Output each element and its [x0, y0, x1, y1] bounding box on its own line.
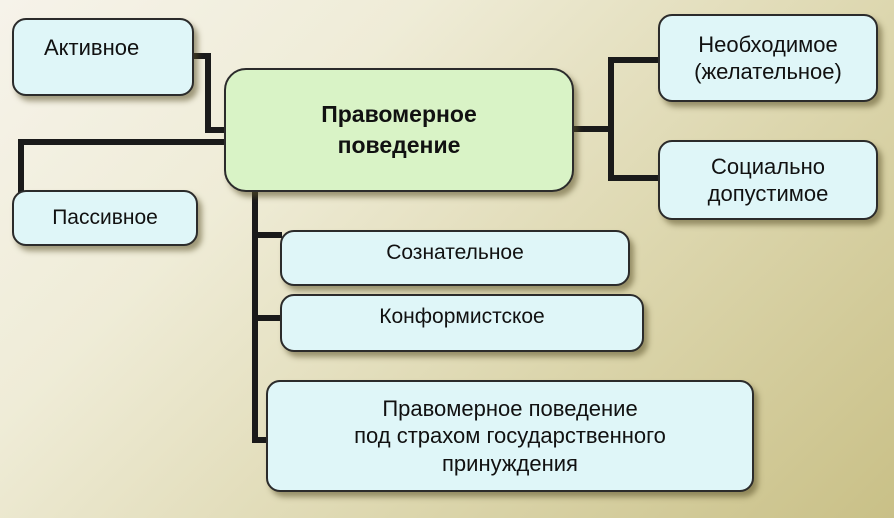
connector-passive [18, 139, 226, 195]
node-necessary: Необходимое (желательное) [658, 14, 878, 102]
node-conscious: Сознательное [280, 230, 630, 286]
node-socially-acceptable: Социально допустимое [658, 140, 878, 220]
node-lawful-behavior: Правомерное поведение [224, 68, 574, 192]
node-coerced-lawful-behavior: Правомерное поведение под страхом госуда… [266, 380, 754, 492]
connector-active [193, 53, 226, 133]
node-active: Активное [12, 18, 194, 96]
node-passive: Пассивное [12, 190, 198, 246]
node-conformist: Конформистское [280, 294, 644, 352]
